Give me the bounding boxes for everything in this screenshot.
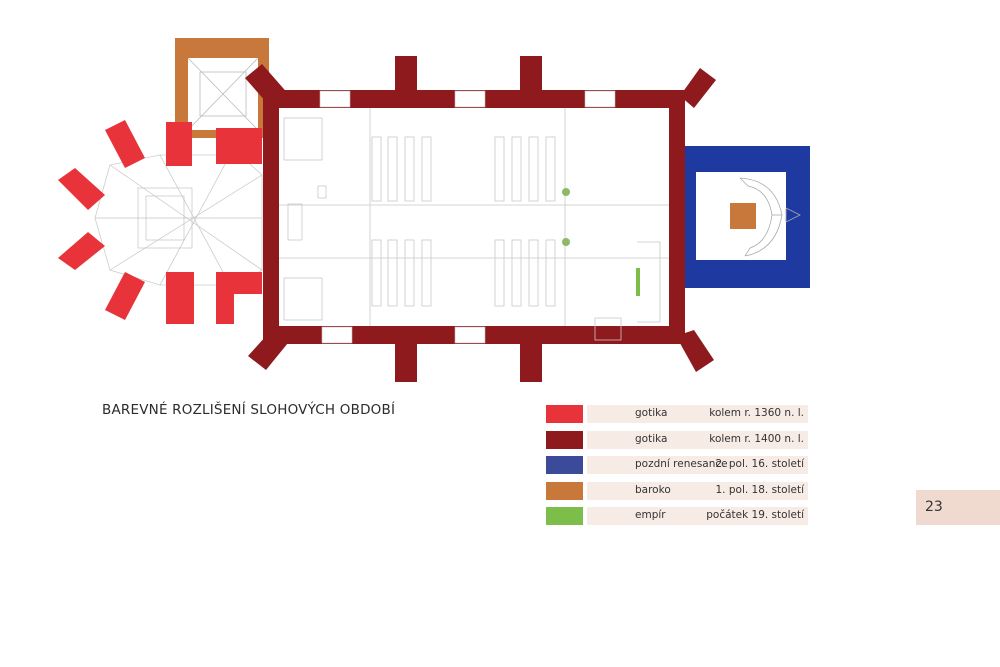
presbytery: [58, 120, 263, 324]
church-floor-plan: [58, 38, 810, 382]
legend-item: gotika kolem r. 1400 n. l.: [546, 430, 808, 449]
legend-date: kolem r. 1360 n. l.: [709, 407, 804, 419]
legend-style-name: baroko: [635, 483, 671, 496]
renaissance-tower: [684, 146, 810, 288]
legend-date: počátek 19. století: [706, 509, 804, 522]
legend-swatch: [546, 405, 583, 423]
caption-title: BAREVNÉ ROZLIŠENÍ SLOHOVÝCH OBDOBÍ: [102, 402, 396, 418]
legend-style-name: pozdní renesance: [635, 458, 728, 471]
legend-date: kolem r. 1400 n. l.: [709, 432, 804, 445]
legend-date: 2. pol. 16. století: [715, 458, 805, 471]
nave-windows: [319, 90, 616, 344]
style-legend: gotika kolem r. 1360 n. l. gotika kolem …: [546, 405, 808, 533]
legend-swatch: [546, 430, 583, 449]
legend-bar: gotika kolem r. 1360 n. l.: [587, 405, 808, 423]
legend-swatch: [546, 507, 583, 526]
baroque-chapel: [175, 38, 269, 138]
legend-item: empír počátek 19. století: [546, 507, 808, 526]
empire-element: [636, 268, 640, 296]
legend-style-name: gotika: [635, 407, 668, 419]
page-number: 23: [925, 499, 943, 515]
legend-bar: baroko 1. pol. 18. století: [587, 481, 808, 500]
page-number-tab: 23: [916, 490, 1000, 525]
legend-bar: gotika kolem r. 1400 n. l.: [587, 430, 808, 449]
legend-item: baroko 1. pol. 18. století: [546, 481, 808, 500]
legend-swatch: [546, 481, 583, 500]
legend-style-name: empír: [635, 509, 666, 522]
legend-bar: pozdní renesance 2. pol. 16. století: [587, 456, 808, 475]
pillar-marker: [562, 238, 570, 246]
legend-bar: empír počátek 19. století: [587, 507, 808, 526]
legend-date: 1. pol. 18. století: [715, 483, 805, 496]
legend-swatch: [546, 456, 583, 475]
legend-item: gotika kolem r. 1360 n. l.: [546, 405, 808, 423]
legend-style-name: gotika: [635, 432, 668, 445]
legend-item: pozdní renesance 2. pol. 16. století: [546, 456, 808, 475]
nave-interior: [279, 108, 669, 341]
pillar-marker: [562, 188, 570, 196]
